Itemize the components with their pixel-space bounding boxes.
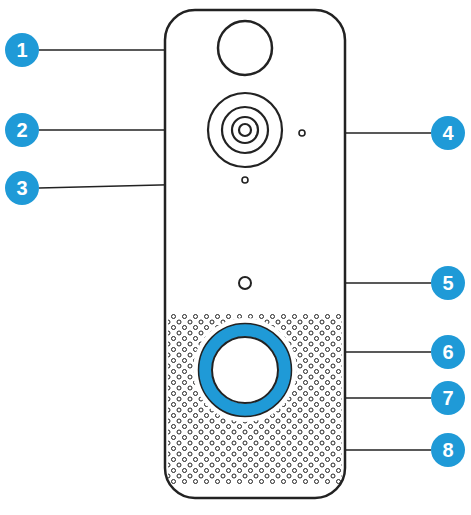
light-ring (205, 330, 285, 410)
callout-number: 3 (5, 171, 39, 205)
doorbell-housing (165, 10, 345, 498)
microphone (242, 177, 248, 183)
callout-number: 4 (431, 116, 465, 150)
callout-number: 5 (431, 266, 465, 300)
motion-sensor (218, 21, 272, 75)
callout-number: 8 (431, 433, 465, 467)
speaker-grille (168, 314, 342, 484)
doorbell-button (212, 337, 278, 403)
status-led (239, 277, 251, 289)
light-sensor (299, 130, 305, 136)
callout-number: 7 (431, 381, 465, 415)
callout-number: 1 (5, 33, 39, 67)
ring-edge (199, 324, 292, 417)
callout-number: 2 (5, 113, 39, 147)
button-clearance (193, 318, 297, 422)
callout-number: 6 (431, 335, 465, 369)
camera-lens (208, 93, 282, 167)
